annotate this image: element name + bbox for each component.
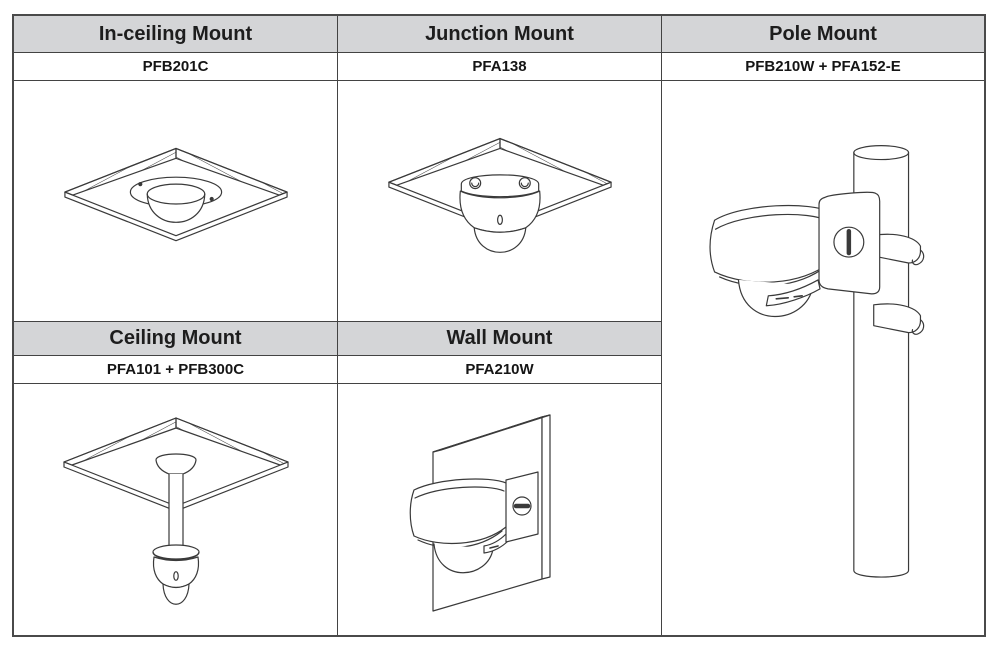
model-junction-mount: PFA138 — [338, 53, 662, 81]
pole-mount-illustration — [709, 145, 925, 578]
wall-mount-title: Wall Mount — [446, 327, 553, 349]
header-pole-mount: Pole Mount — [662, 16, 984, 53]
model-wall-mount: PFA210W — [338, 356, 662, 384]
strap-clamps-graphic — [873, 233, 925, 335]
in-ceiling-mount-cell — [14, 81, 338, 322]
ceiling-mount-model: PFA101 + PFB300C — [106, 361, 245, 378]
header-junction-mount: Junction Mount — [338, 16, 662, 53]
bracket-graphic — [765, 191, 881, 307]
header-ceiling-mount: Ceiling Mount — [14, 322, 338, 356]
pendant-pipe-graphic — [155, 453, 197, 552]
dome-camera-graphic — [152, 544, 200, 605]
junction-mount-title: Junction Mount — [425, 22, 574, 45]
mount-options-table: In-ceiling Mount Junction Mount Pole Mou… — [12, 14, 986, 637]
recessed-dome-camera-graphic — [129, 176, 223, 223]
model-ceiling-mount: PFA101 + PFB300C — [14, 356, 338, 384]
in-ceiling-mount-illustration — [64, 147, 288, 242]
dome-camera-graphic — [459, 174, 541, 253]
junction-mount-cell — [338, 81, 662, 322]
in-ceiling-mount-model: PFB201C — [142, 58, 209, 75]
wall-mount-cell — [338, 384, 662, 635]
bracket-graphic — [483, 471, 539, 554]
model-pole-mount: PFB210W + PFA152-E — [662, 53, 984, 81]
ceiling-mount-title: Ceiling Mount — [109, 327, 242, 349]
ceiling-mount-illustration — [63, 417, 289, 605]
pole-mount-title: Pole Mount — [769, 22, 877, 45]
pole-mount-model: PFB210W + PFA152-E — [745, 58, 901, 75]
model-in-ceiling-mount: PFB201C — [14, 53, 338, 81]
header-wall-mount: Wall Mount — [338, 322, 662, 356]
ceiling-mount-cell — [14, 384, 338, 635]
pole-mount-cell — [662, 81, 984, 635]
junction-mount-illustration — [388, 137, 612, 253]
wall-mount-model: PFA210W — [465, 361, 534, 378]
header-in-ceiling-mount: In-ceiling Mount — [14, 16, 338, 53]
wall-mount-illustration — [409, 414, 551, 612]
junction-mount-model: PFA138 — [472, 58, 527, 75]
in-ceiling-mount-title: In-ceiling Mount — [98, 22, 253, 45]
dome-camera-graphic — [409, 478, 510, 574]
